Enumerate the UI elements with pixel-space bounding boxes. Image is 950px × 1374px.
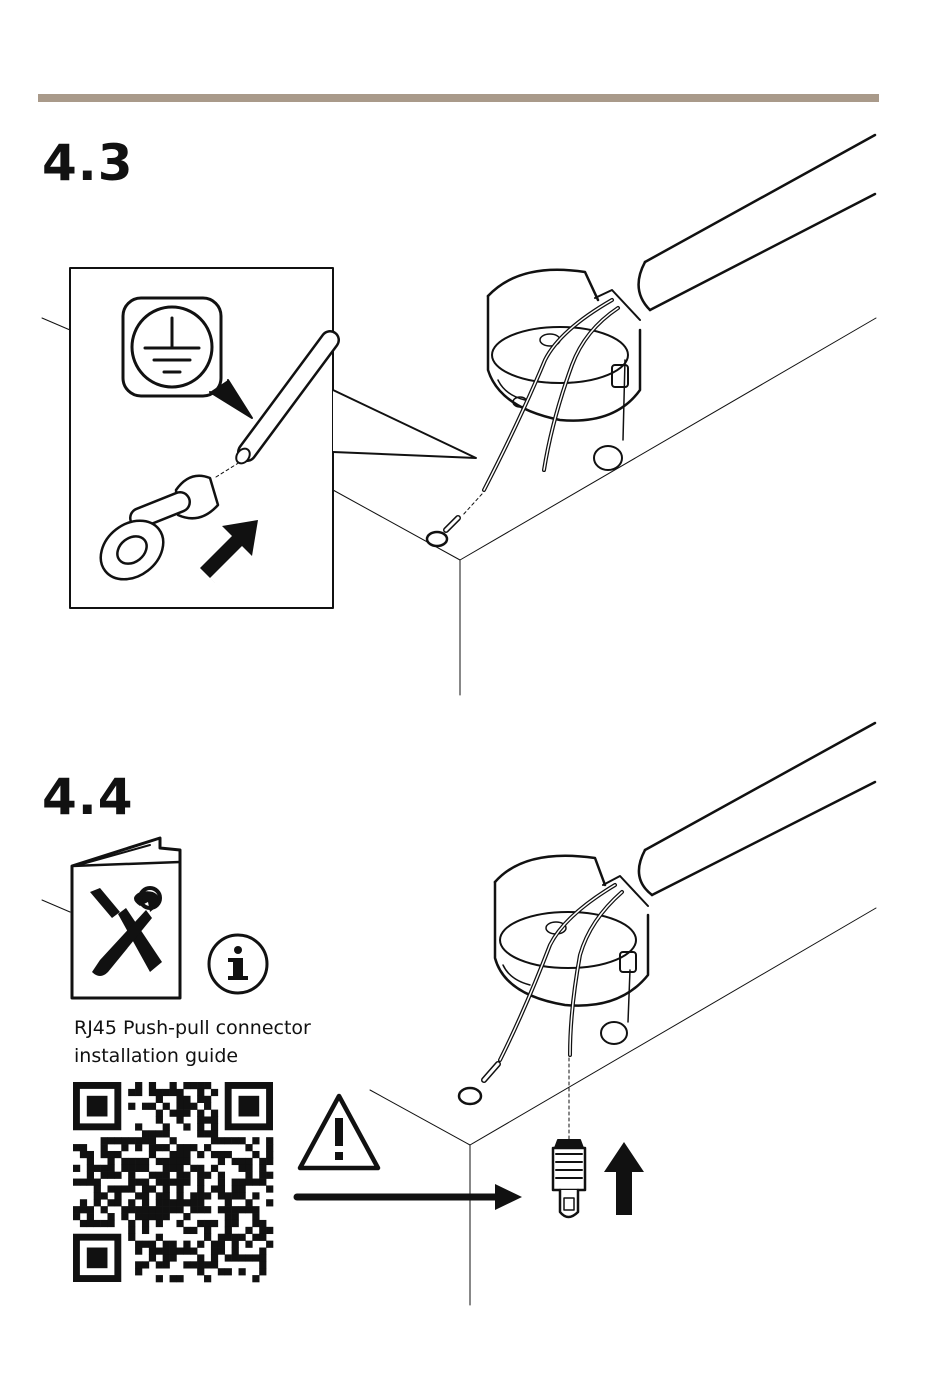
qr-code <box>73 1082 273 1282</box>
warning-icon <box>335 1118 343 1160</box>
guide-caption-line-2: installation guide <box>74 1042 334 1070</box>
arrow-up-icon <box>604 1142 644 1215</box>
guide-caption: RJ45 Push-pull connector installation gu… <box>74 1014 334 1070</box>
guide-caption-line-1: RJ45 Push-pull connector <box>74 1014 334 1042</box>
info-icon <box>228 946 248 980</box>
arrow-right-icon <box>495 1184 522 1210</box>
